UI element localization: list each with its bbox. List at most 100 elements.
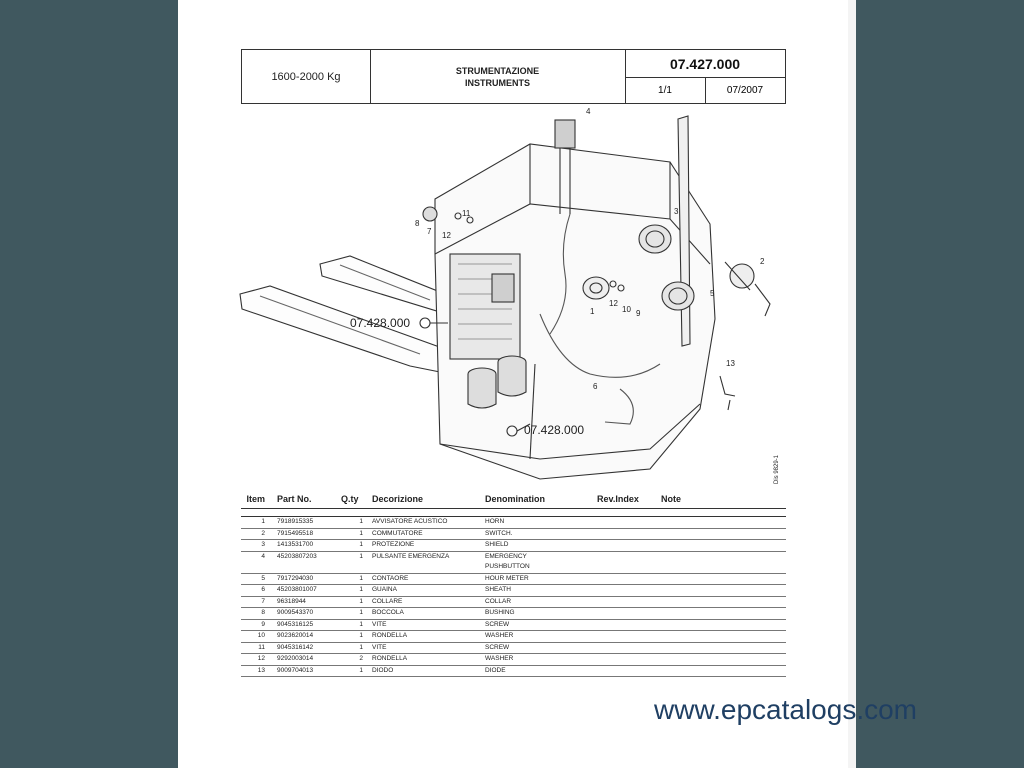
cell-part-no: 9009704013 xyxy=(277,666,314,674)
table-row: 7 96318944 1 COLLARE COLLAR xyxy=(241,597,786,608)
title-block: 1600-2000 Kg STRUMENTAZIONE INSTRUMENTS … xyxy=(241,49,786,104)
callout-11: 11 xyxy=(462,209,471,218)
cell-part-no: 7918915335 xyxy=(277,518,314,525)
cell-denomination: SCREW xyxy=(485,643,510,651)
cell-denomination: SWITCH. xyxy=(485,529,513,537)
fork-right xyxy=(319,255,446,313)
col-denomination: Denomination xyxy=(485,494,545,504)
callout-12a: 12 xyxy=(609,299,618,308)
cell-part-no: 9023620014 xyxy=(277,632,314,639)
cell-qty: 1 xyxy=(359,609,363,616)
wiring xyxy=(539,213,661,425)
callout-6: 6 xyxy=(593,382,598,391)
cell-denomination: WASHER xyxy=(485,655,514,662)
title-cell: STRUMENTAZIONE INSTRUMENTS xyxy=(370,50,626,103)
cell-qty: 1 xyxy=(359,541,363,548)
cell-description: COLLARE xyxy=(372,597,403,605)
cell-item: 1 xyxy=(261,518,265,525)
cell-part-no: 7915495518 xyxy=(277,529,314,537)
cell-denomination: HOUR METER xyxy=(485,574,529,582)
emergency-button-drawing xyxy=(554,119,576,149)
callout-12b: 12 xyxy=(442,231,451,240)
parts-table: Item Part No. Q.ty Decorizione Denominat… xyxy=(241,492,786,677)
cell-part-no: 9292003014 xyxy=(277,655,314,662)
cell-description: RONDELLA xyxy=(372,632,408,639)
cell-part-no: 45203807203 xyxy=(277,552,317,560)
cell-qty: 1 xyxy=(359,574,363,582)
revision-date: 07/2007 xyxy=(726,84,764,96)
cell-denomination: BUSHING xyxy=(485,609,515,616)
cell-item: 5 xyxy=(261,574,265,582)
cell-item: 8 xyxy=(261,609,265,616)
cell-denomination: COLLAR xyxy=(485,597,512,605)
table-row: 5 7917294030 1 CONTAORE HOUR METER xyxy=(241,574,786,585)
callout-13: 13 xyxy=(726,359,735,368)
cell-description: RONDELLA xyxy=(372,655,408,662)
cell-item: 4 xyxy=(261,552,265,560)
callout-10: 10 xyxy=(622,305,631,314)
cell-denomination: WASHER xyxy=(485,632,514,639)
cell-item: 6 xyxy=(261,586,265,593)
watermark: www.epcatalogs.com xyxy=(654,694,918,725)
cell-description: CONTAORE xyxy=(372,574,409,582)
cell-denomination: DIODE xyxy=(485,666,506,674)
cell-description: COMMUTATORE xyxy=(372,529,423,537)
ref-controller: 07.428.000 xyxy=(350,316,410,330)
cell-qty: 1 xyxy=(359,529,363,537)
col-rev-index: Rev.Index xyxy=(597,494,639,504)
cell-part-no: 96318944 xyxy=(277,597,306,605)
callout-8: 8 xyxy=(415,219,420,228)
col-part-no: Part No. xyxy=(277,494,312,504)
table-row: 4 45203807203 1 PULSANTE EMERGENZA EMERGENCY… xyxy=(241,552,786,574)
cell-denomination: SHIELD xyxy=(485,541,509,548)
cell-part-no: 9045316125 xyxy=(277,620,314,628)
drawing-number: Dis 9829-1 xyxy=(774,454,780,484)
callout-1: 1 xyxy=(590,307,595,316)
cell-item: 10 xyxy=(257,632,265,639)
callout-7: 7 xyxy=(427,227,432,236)
horn-drawing xyxy=(582,276,610,300)
table-body: 1 7918915335 1 AVVISATORE ACUSTICO HORN 2 7915… xyxy=(241,517,786,677)
col-item: Item xyxy=(246,494,265,504)
col-description: Decorizione xyxy=(372,494,424,504)
page-number: 1/1 xyxy=(625,77,706,103)
table-header: Item Part No. Q.ty Decorizione Denominat… xyxy=(241,492,786,509)
cell-qty: 1 xyxy=(359,643,363,651)
cell-qty: 1 xyxy=(359,632,363,639)
cell-description: PULSANTE EMERGENZA xyxy=(372,552,450,560)
title-italian: STRUMENTAZIONE xyxy=(455,65,540,76)
cell-part-no: 9009543370 xyxy=(277,609,314,616)
shield-drawing xyxy=(638,224,672,254)
col-qty: Q.ty xyxy=(341,494,359,504)
cell-denomination: EMERGENCY xyxy=(485,552,527,560)
cell-item: 7 xyxy=(261,597,265,605)
cell-qty: 2 xyxy=(359,655,363,662)
cell-part-no: 7917294030 xyxy=(277,574,314,582)
cell-description: VITE xyxy=(372,620,387,628)
page-edge xyxy=(848,0,856,768)
catalog-code: 07.427.000 xyxy=(625,50,785,78)
cell-description: PROTEZIONE xyxy=(372,541,415,548)
cell-description: AVVISATORE ACUSTICO xyxy=(372,518,448,525)
cell-denomination-line2: PUSHBUTTON xyxy=(485,562,530,570)
table-row: 10 9023620014 1 RONDELLA WASHER xyxy=(241,631,786,643)
key-switch-drawing xyxy=(729,263,755,289)
callout-2: 2 xyxy=(760,257,765,266)
cell-denomination: HORN xyxy=(485,518,505,525)
cell-qty: 1 xyxy=(359,597,363,605)
cell-qty: 1 xyxy=(359,586,363,593)
cell-qty: 1 xyxy=(359,552,363,560)
cell-qty: 1 xyxy=(359,620,363,628)
cell-qty: 1 xyxy=(359,666,363,674)
cell-item: 13 xyxy=(257,666,265,674)
cell-description: GUAINA xyxy=(372,586,397,593)
cell-description: VITE xyxy=(372,643,387,651)
